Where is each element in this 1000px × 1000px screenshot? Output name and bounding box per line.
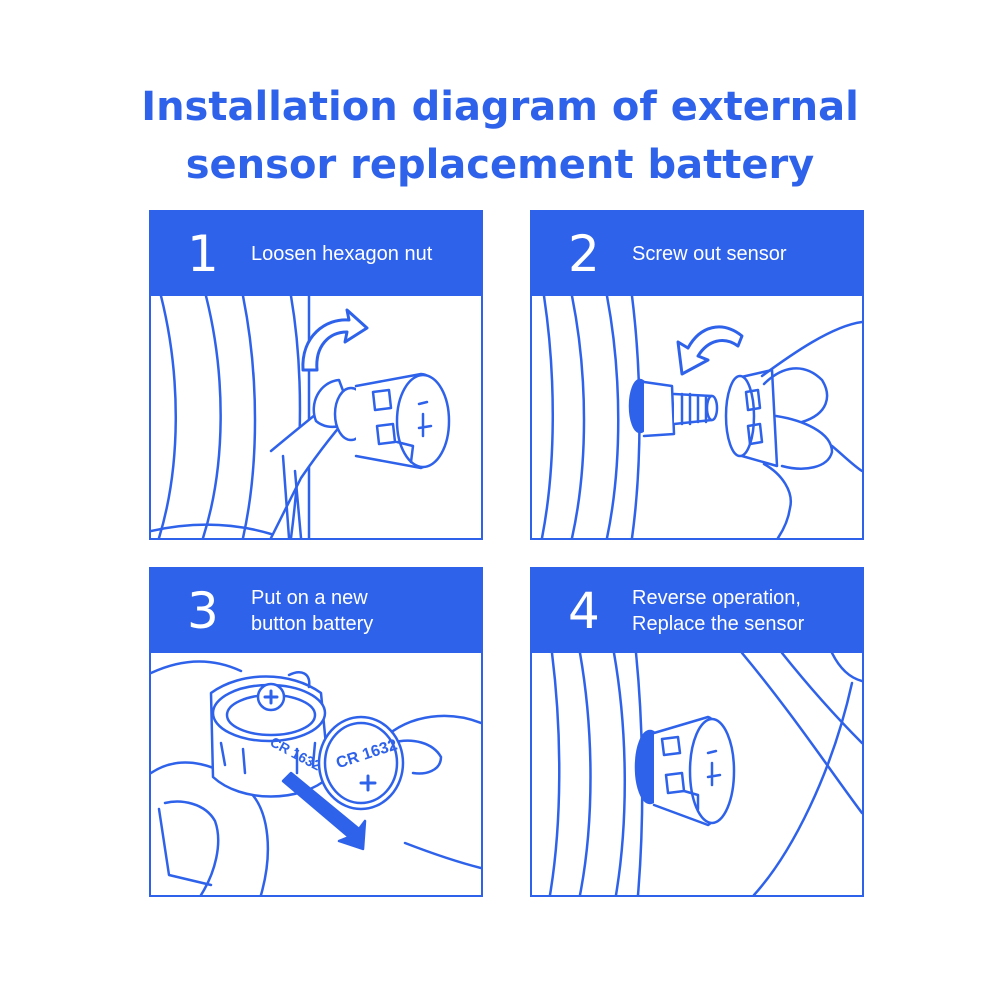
step-3-caption-line-1: Put on a new xyxy=(251,587,368,609)
step-1-caption: Loosen hexagon nut xyxy=(251,212,479,296)
step-3-number: 3 xyxy=(187,582,219,640)
step-4-panel: 4 Reverse operation, Replace the sensor xyxy=(530,567,864,897)
tire-icon xyxy=(540,296,641,538)
step-3-panel: 3 Put on a new button battery CR 1632 xyxy=(149,567,483,897)
step-2-panel: 2 Screw out sensor xyxy=(530,210,864,540)
step-2-caption-line-1: Screw out sensor xyxy=(632,243,787,265)
step-4-header: 4 Reverse operation, Replace the sensor xyxy=(532,569,862,653)
step-3-caption-line-2: button battery xyxy=(251,613,374,635)
step-3-header: 3 Put on a new button battery xyxy=(151,569,481,653)
title-line-2: sensor replacement battery xyxy=(185,142,815,188)
step-4-number: 4 xyxy=(568,582,600,640)
step-1-panel: 1 Loosen hexagon nut xyxy=(149,210,483,540)
battery-icon xyxy=(317,715,405,811)
step-1-illustration xyxy=(151,296,451,538)
hand-icon xyxy=(760,320,862,538)
step-2-illustration xyxy=(540,296,862,538)
step-4-caption-line-2: Replace the sensor xyxy=(632,613,805,635)
title-line-1: Installation diagram of external xyxy=(141,84,859,130)
sensor-cap-icon xyxy=(333,372,451,470)
curved-arrow-icon xyxy=(676,325,744,376)
step-4-illustration xyxy=(548,653,862,895)
page-title: Installation diagram of external sensor … xyxy=(0,78,1000,194)
step-1-caption-line-1: Loosen hexagon nut xyxy=(251,243,433,265)
curved-arrow-icon xyxy=(281,771,367,851)
step-1-number: 1 xyxy=(187,225,219,283)
step-3-caption: Put on a new button battery xyxy=(251,569,479,653)
step-4-caption-line-1: Reverse operation, xyxy=(632,587,801,609)
sensor-cap-icon xyxy=(628,368,779,468)
step-3-illustration: CR 1632 CR 1632 xyxy=(151,660,481,895)
step-2-number: 2 xyxy=(568,225,600,283)
step-2-caption: Screw out sensor xyxy=(632,212,860,296)
sensor-cap-icon xyxy=(634,715,736,827)
sensor-cap-icon xyxy=(209,671,331,798)
curved-arrow-icon xyxy=(301,308,369,372)
step-4-caption: Reverse operation, Replace the sensor xyxy=(632,569,860,653)
step-1-header: 1 Loosen hexagon nut xyxy=(151,212,481,296)
step-2-header: 2 Screw out sensor xyxy=(532,212,862,296)
tire-icon xyxy=(157,296,311,538)
